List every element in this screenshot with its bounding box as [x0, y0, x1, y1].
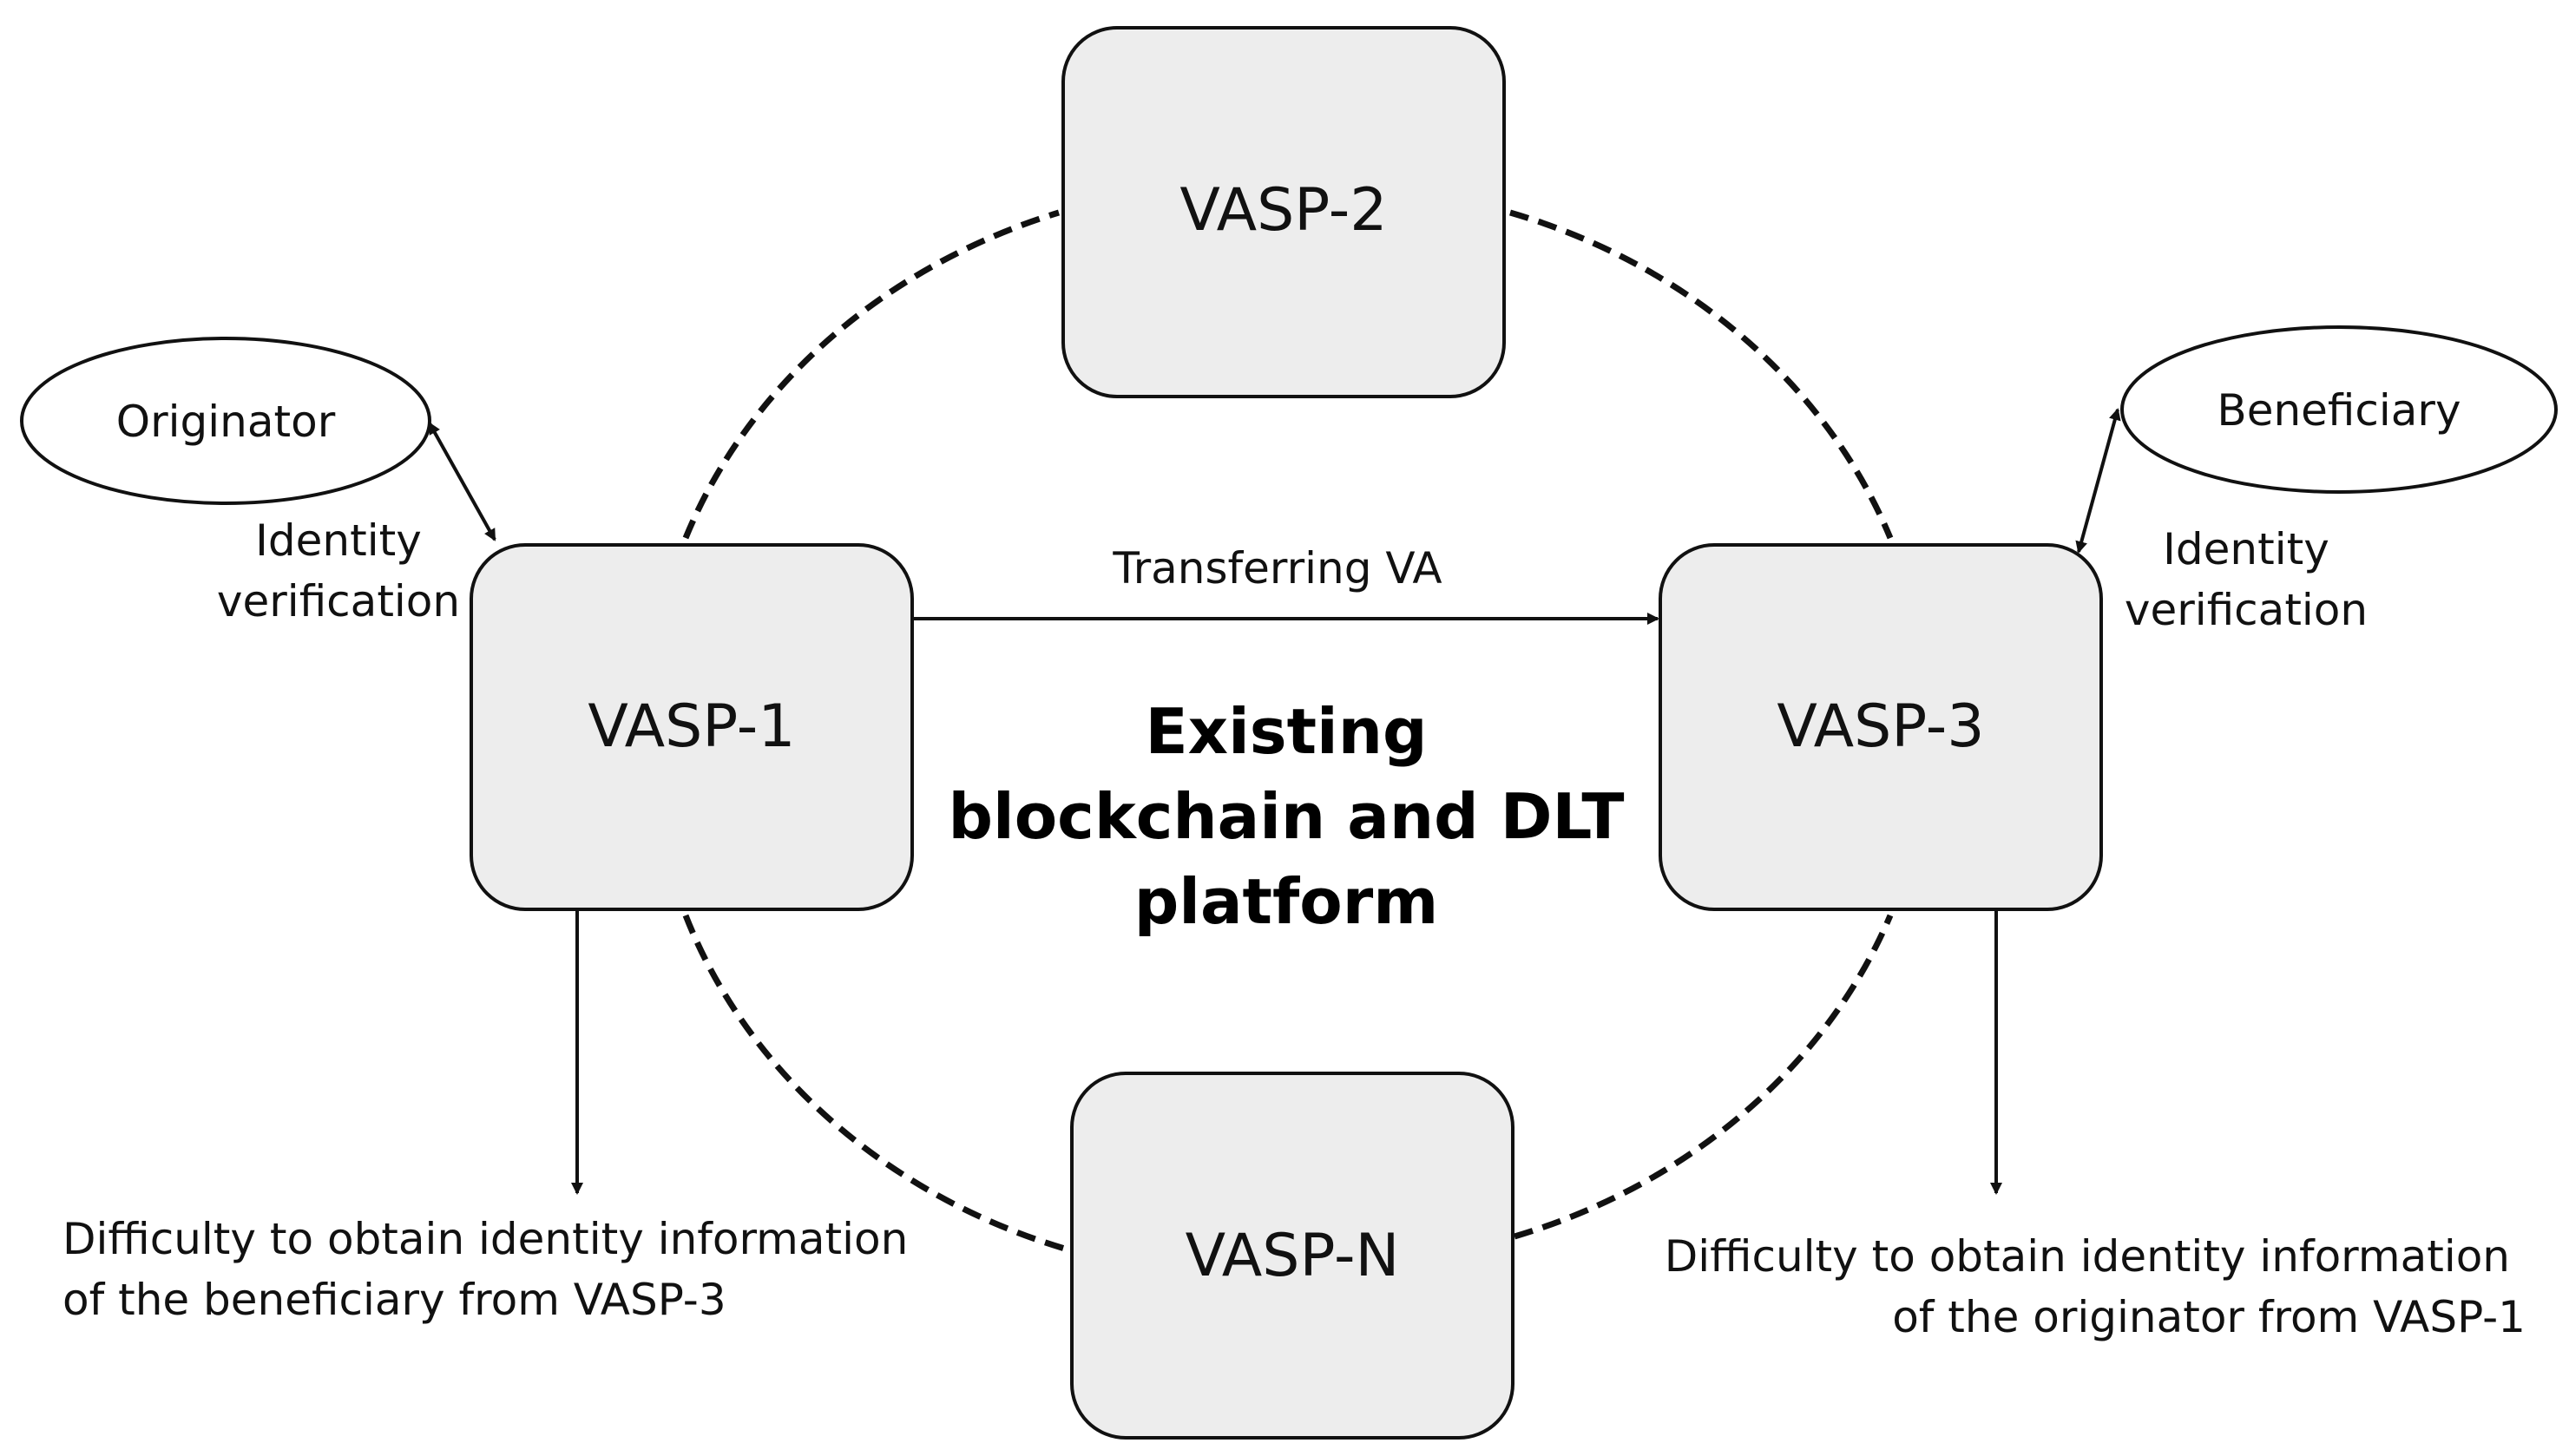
vasp-3-label: VASP-3 [1777, 692, 1984, 761]
beneficiary-label: Beneficiary [2217, 385, 2461, 436]
left-difficulty-line2: of the beneficiary from VASP-3 [62, 1275, 726, 1325]
center-title-line2: blockchain and DLT [948, 780, 1624, 853]
right-difficulty-line1: Difficulty to obtain identity informatio… [1665, 1231, 2510, 1282]
originator-verification-arrow [428, 422, 496, 541]
left-verification-line2: verification [217, 576, 460, 626]
originator-label: Originator [116, 397, 336, 447]
beneficiary-node: Beneficiary [2120, 325, 2558, 494]
network-arc-bottom-left [682, 914, 1068, 1253]
vasp-1-label: VASP-1 [588, 692, 795, 761]
center-title-line3: platform [1134, 865, 1439, 938]
left-difficulty-line1: Difficulty to obtain identity informatio… [62, 1214, 908, 1264]
right-verification-line1: Identity [2163, 524, 2329, 574]
center-title-line1: Existing [1145, 695, 1427, 768]
network-arc-top-right [1509, 209, 1894, 540]
vasp-n-label: VASP-N [1186, 1222, 1400, 1290]
network-arc-top-left [682, 209, 1061, 540]
beneficiary-verification-arrow [2075, 408, 2121, 554]
transfer-label: Transferring VA [1112, 543, 1442, 594]
originator-node: Originator [20, 337, 431, 505]
network-arc-bottom-right [1514, 914, 1894, 1240]
left-verification-line1: Identity [255, 515, 422, 566]
right-difficulty-line2: of the originator from VASP-1 [1892, 1292, 2526, 1342]
vasp-3-node: VASP-3 [1659, 543, 2103, 911]
right-verification-line2: verification [2125, 585, 2368, 635]
vasp-2-label: VASP-2 [1179, 176, 1387, 245]
vasp-1-node: VASP-1 [470, 543, 914, 911]
vasp-n-node: VASP-N [1070, 1072, 1514, 1440]
vasp-2-node: VASP-2 [1061, 26, 1506, 398]
